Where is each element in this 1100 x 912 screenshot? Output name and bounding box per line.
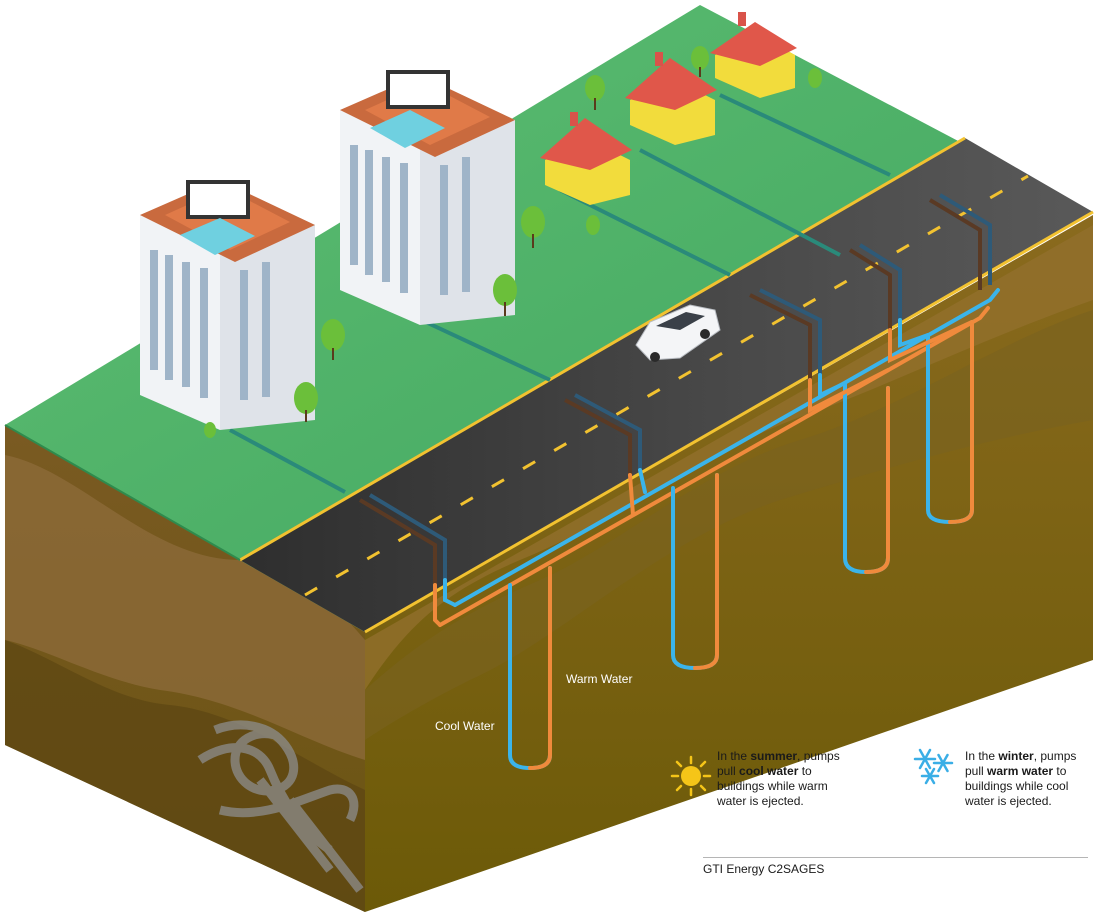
road-edge-bottom xyxy=(364,210,1094,634)
summer-highlight: cool water xyxy=(739,764,799,778)
warm-water-header xyxy=(438,306,990,627)
credit-text: GTI Energy C2SAGES xyxy=(703,862,825,876)
cool-water-label: Cool Water xyxy=(435,719,495,733)
car xyxy=(635,304,721,362)
summer-text-middle: , pumps pull xyxy=(717,749,840,778)
road-surface xyxy=(240,138,1093,632)
geothermal-loop xyxy=(433,288,1000,771)
winter-legend: In the winter, pumps pull warm water to … xyxy=(965,749,1085,809)
grass-top xyxy=(5,5,1093,632)
road-center-line xyxy=(304,174,1029,597)
soil-right-face xyxy=(365,215,1093,912)
house-3 xyxy=(710,12,797,98)
trees xyxy=(204,46,822,438)
summer-legend: In the summer, pumps pull cool water to … xyxy=(717,749,857,809)
under-road-pipes xyxy=(358,193,992,585)
gti-logo xyxy=(197,720,364,893)
apartment-building-1 xyxy=(140,180,315,430)
soil-left-layer-light xyxy=(5,455,365,760)
soil-right-layer-mid xyxy=(365,310,1093,740)
winter-text-middle: , pumps pull xyxy=(965,749,1077,778)
credit-divider xyxy=(703,857,1088,858)
sun-icon xyxy=(670,755,712,797)
summer-text-prefix: In the xyxy=(717,749,751,763)
apartment-building-2 xyxy=(340,70,515,325)
road-edge-top xyxy=(239,136,966,562)
winter-highlight: warm water xyxy=(987,764,1054,778)
winter-text-prefix: In the xyxy=(965,749,999,763)
soil-left-layer-dark xyxy=(5,640,365,912)
summer-season: summer xyxy=(750,749,798,763)
house-1 xyxy=(540,112,632,205)
house-2 xyxy=(625,52,717,145)
winter-season: winter xyxy=(998,749,1034,763)
snowflake-icon xyxy=(913,748,954,785)
warm-water-label: Warm Water xyxy=(566,672,632,686)
summer-text-suffix: to buildings while warm water is ejected… xyxy=(717,764,828,808)
winter-text-suffix: to buildings while cool water is ejected… xyxy=(965,764,1069,808)
